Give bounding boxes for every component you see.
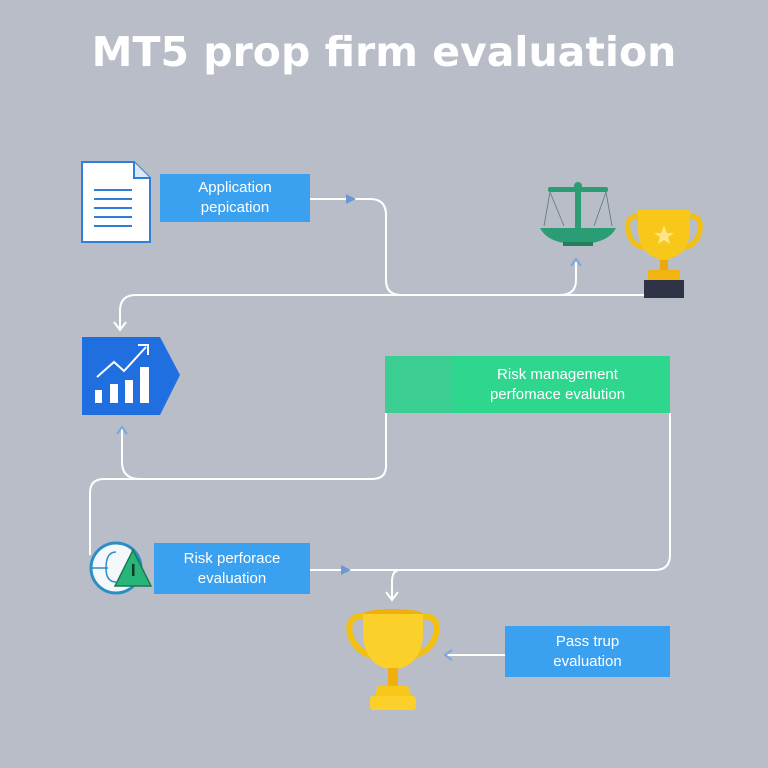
risk-performance-label: Risk perforace bbox=[183, 549, 281, 567]
scale-icon bbox=[540, 182, 616, 246]
trophy-icon-small bbox=[625, 210, 703, 298]
connector-to-chart bbox=[119, 294, 640, 328]
arrow-head bbox=[346, 194, 356, 204]
arrow-head bbox=[341, 565, 351, 575]
arrow-head bbox=[113, 321, 127, 332]
trophy-icon bbox=[346, 609, 440, 710]
application-box[interactable]: Application pepication bbox=[160, 174, 310, 222]
pass-sublabel: evaluation bbox=[553, 652, 622, 670]
pass-label: Pass trup bbox=[555, 632, 620, 650]
connector-to-chart-up bbox=[121, 428, 141, 480]
risk-performance-sublabel: evaluation bbox=[197, 569, 267, 587]
arrow-head bbox=[385, 591, 399, 602]
application-label: Application bbox=[198, 179, 272, 196]
risk-management-label: Risk management bbox=[497, 365, 618, 383]
risk-management-box[interactable]: Risk management perfomace evalution bbox=[385, 356, 670, 413]
connector-to-scale bbox=[559, 262, 577, 296]
arrow-head bbox=[570, 257, 582, 267]
connector-risk-performance bbox=[310, 413, 671, 571]
risk-performance-box[interactable]: Risk perforace evaluation bbox=[154, 543, 310, 594]
application-sublabel: pepication bbox=[200, 199, 270, 216]
arrow-head bbox=[116, 425, 128, 435]
risk-management-sublabel: perfomace evalution bbox=[489, 385, 626, 403]
box-accent bbox=[385, 356, 451, 413]
document-icon bbox=[81, 161, 151, 243]
growth-chart-icon bbox=[82, 337, 180, 415]
pass-box[interactable]: Pass trup evaluation bbox=[505, 626, 670, 677]
connector-to-trophy bbox=[391, 569, 401, 598]
arrow-head bbox=[443, 649, 453, 661]
page-title: MT5 prop firm evaluation bbox=[91, 28, 677, 76]
clock-warning-icon bbox=[89, 541, 153, 595]
